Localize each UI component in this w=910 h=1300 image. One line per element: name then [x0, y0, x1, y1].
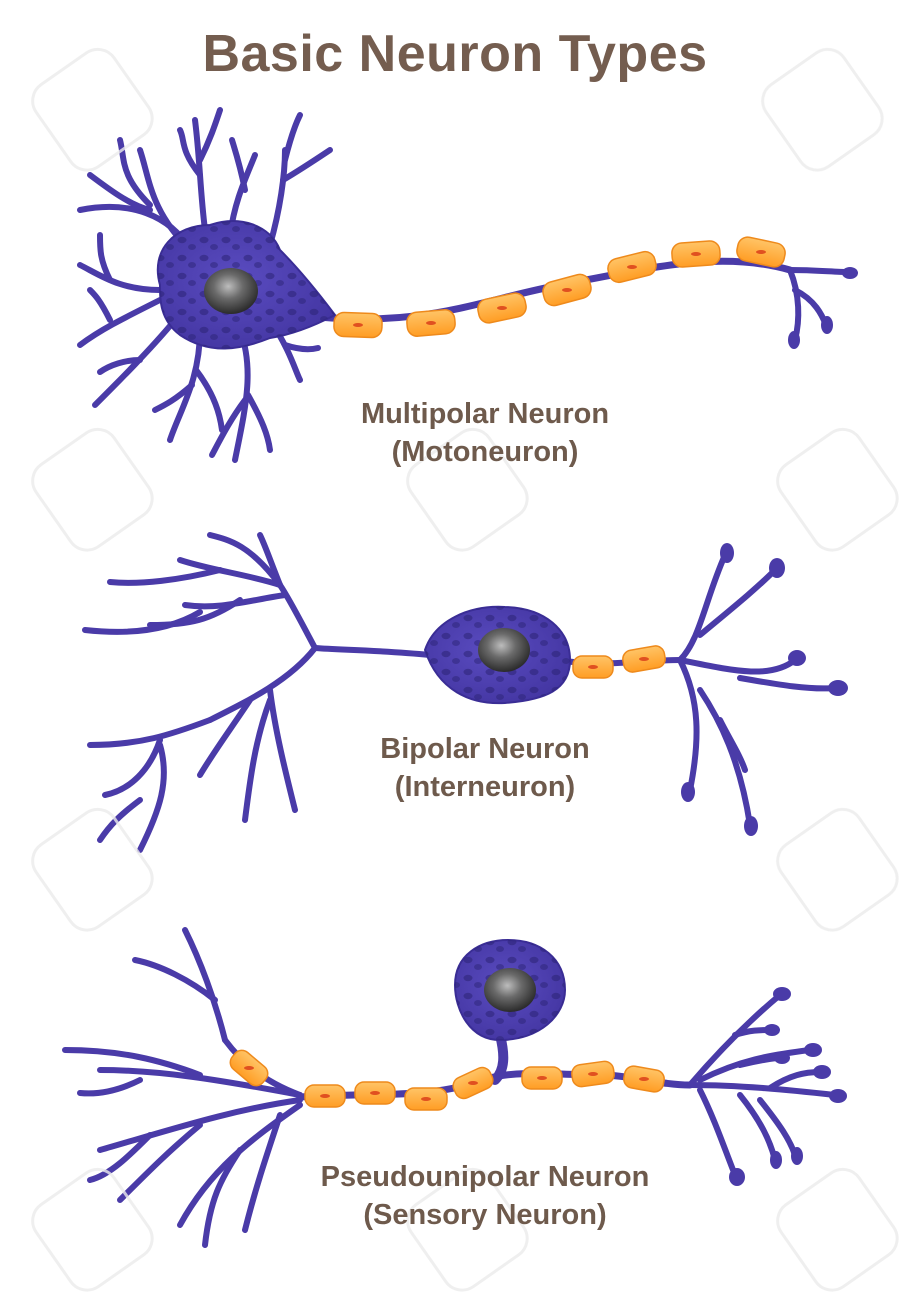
multipolar-neuron-name: Multipolar Neuron	[300, 395, 670, 433]
multipolar-neuron-subtitle: (Motoneuron)	[300, 433, 670, 471]
bipolar-nucleus	[478, 628, 530, 672]
bipolar-neuron-label: Bipolar Neuron (Interneuron)	[300, 730, 670, 806]
bipolar-axon-terminals	[680, 555, 835, 825]
multipolar-myelin-sheath	[334, 235, 787, 338]
bipolar-neuron-name: Bipolar Neuron	[300, 730, 670, 768]
pseudounipolar-nucleus	[484, 968, 536, 1012]
pseudounipolar-stem	[495, 1035, 503, 1080]
multipolar-neuron-label: Multipolar Neuron (Motoneuron)	[300, 395, 670, 471]
pseudounipolar-neuron-label: Pseudounipolar Neuron (Sensory Neuron)	[255, 1158, 715, 1234]
bipolar-neuron-subtitle: (Interneuron)	[300, 768, 670, 806]
pseudounipolar-neuron-subtitle: (Sensory Neuron)	[255, 1196, 715, 1234]
pseudounipolar-neuron-name: Pseudounipolar Neuron	[255, 1158, 715, 1196]
multipolar-axon-terminals	[790, 270, 848, 340]
multipolar-nucleus	[204, 268, 258, 314]
pseudounipolar-axon-terminals	[690, 995, 835, 1175]
